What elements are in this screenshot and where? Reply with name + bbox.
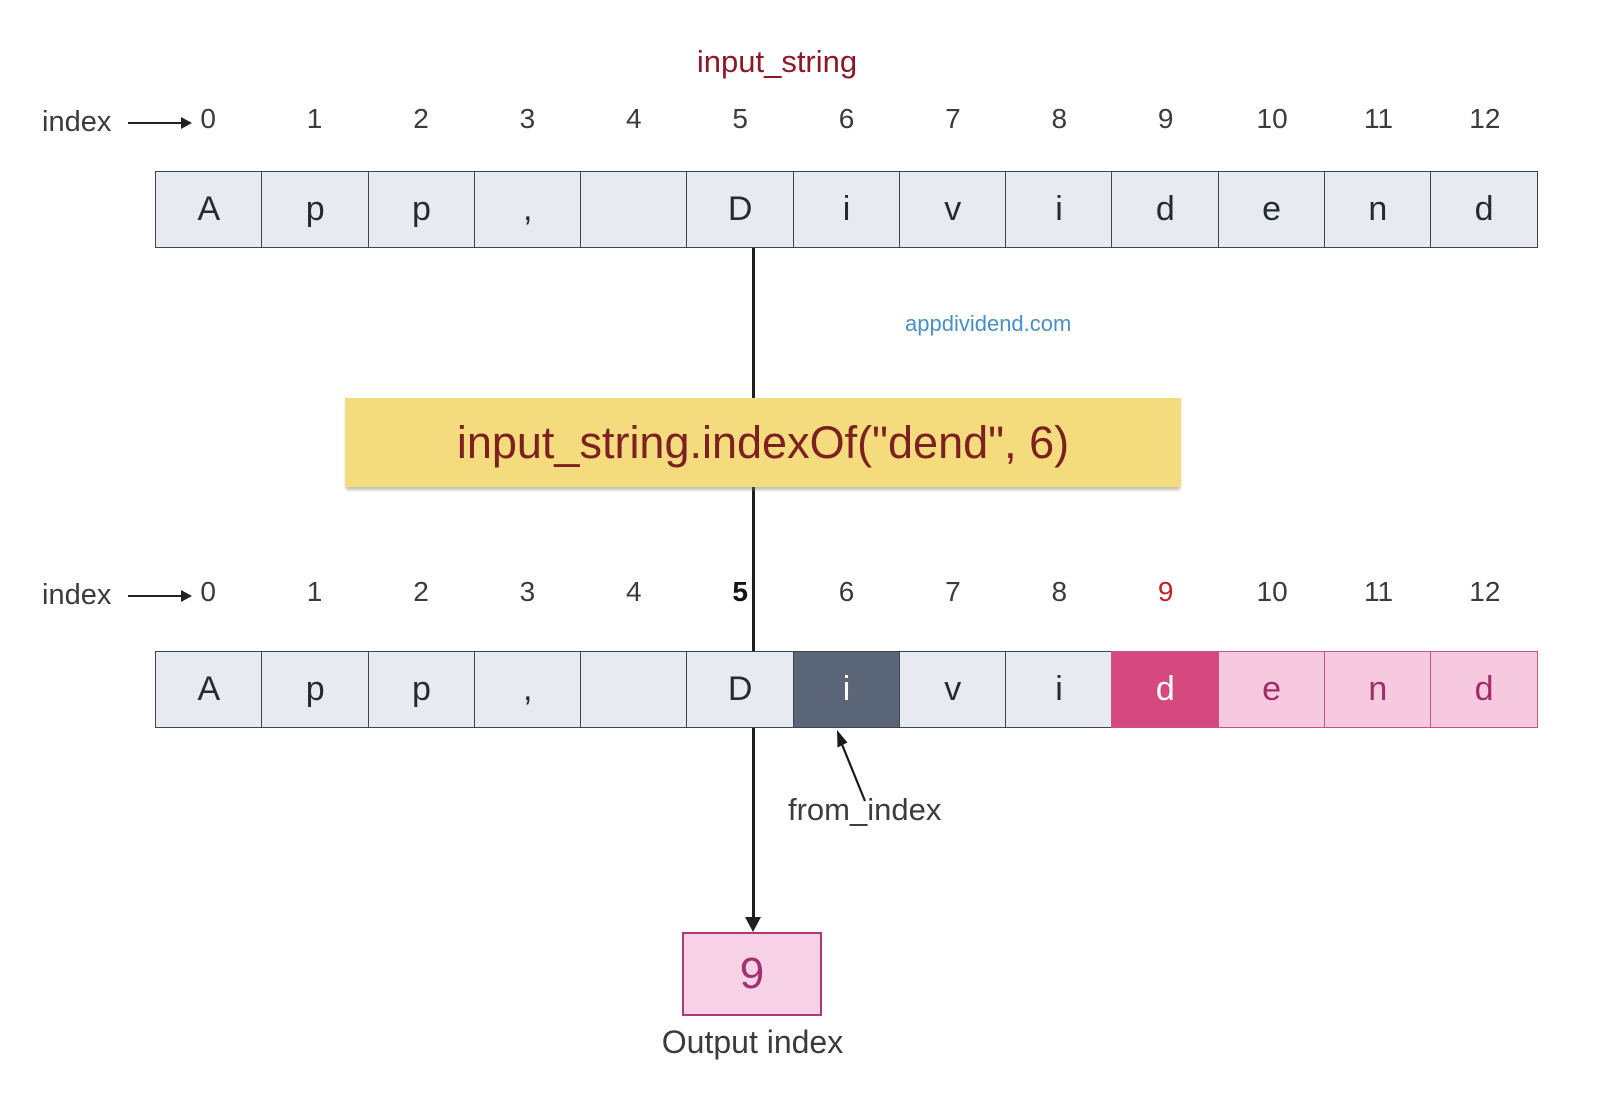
array-cell: A xyxy=(155,171,263,248)
top-index-caption: index xyxy=(42,106,193,139)
down-arrowhead-icon xyxy=(745,917,761,932)
array-cell: e xyxy=(1217,171,1326,248)
array-cell xyxy=(580,651,688,728)
index-number-match: 9 xyxy=(1157,576,1174,607)
index-number: 7 xyxy=(945,576,961,607)
array-cell: v xyxy=(898,651,1007,728)
index-number-emphasized: 5 xyxy=(732,576,748,607)
index-number: 8 xyxy=(1051,103,1068,134)
index-number: 12 xyxy=(1469,103,1501,134)
top-index-row: 0 1 2 3 4 5 6 7 8 9 10 11 12 xyxy=(155,103,1538,135)
bottom-index-row: 0 1 2 3 4 5 6 7 8 9 10 11 12 xyxy=(155,576,1538,608)
output-value: 9 xyxy=(739,949,765,998)
code-expression-box: input_string.indexOf("dend", 6) xyxy=(345,398,1181,487)
code-expression: input_string.indexOf("dend", 6) xyxy=(456,416,1070,468)
index-number: 1 xyxy=(306,103,323,134)
bottom-index-caption: index xyxy=(42,579,193,612)
array-cell: , xyxy=(473,651,582,728)
bottom-char-array: A p p , D i v i d e n d xyxy=(155,651,1538,728)
array-cell: n xyxy=(1323,171,1432,248)
index-number: 5 xyxy=(732,103,748,134)
right-arrow-icon xyxy=(128,589,193,602)
index-caption-label: index xyxy=(42,579,112,611)
index-number: 3 xyxy=(519,103,536,134)
array-cell-match: d xyxy=(1430,651,1538,728)
array-cell: p xyxy=(367,171,476,248)
index-caption-label: index xyxy=(42,106,112,138)
index-number: 0 xyxy=(200,103,216,134)
index-number: 3 xyxy=(519,576,536,607)
output-index-label: Output index xyxy=(661,1024,844,1060)
right-arrow-icon xyxy=(128,116,193,129)
array-cell: i xyxy=(1005,651,1113,728)
index-number: 2 xyxy=(413,103,429,134)
index-number: 6 xyxy=(838,576,855,607)
index-number: 7 xyxy=(945,103,961,134)
index-number: 11 xyxy=(1363,103,1394,134)
index-number: 4 xyxy=(625,576,642,607)
array-cell: i xyxy=(792,171,901,248)
array-cell: , xyxy=(473,171,582,248)
index-number: 0 xyxy=(200,576,216,607)
vertical-connector-line xyxy=(752,247,755,919)
array-cell: i xyxy=(1005,171,1113,248)
array-cell-from-index: i xyxy=(792,651,901,728)
index-number: 11 xyxy=(1363,576,1394,607)
index-number: 4 xyxy=(625,103,642,134)
array-cell: d xyxy=(1111,171,1220,248)
top-char-array: A p p , D i v i d e n d xyxy=(155,171,1538,248)
watermark: appdividend.com xyxy=(905,311,1072,336)
index-number: 10 xyxy=(1256,103,1288,134)
array-cell: d xyxy=(1430,171,1538,248)
array-cell: p xyxy=(261,651,370,728)
index-number: 12 xyxy=(1469,576,1501,607)
array-cell xyxy=(580,171,688,248)
array-cell-match: e xyxy=(1217,651,1326,728)
array-cell: A xyxy=(155,651,263,728)
index-number: 8 xyxy=(1051,576,1068,607)
array-cell-match-start: d xyxy=(1111,651,1220,728)
input-string-title: input_string xyxy=(696,44,858,79)
output-value-box: 9 xyxy=(682,932,822,1016)
array-cell: p xyxy=(261,171,370,248)
array-cell: p xyxy=(367,651,476,728)
array-cell-match: n xyxy=(1323,651,1432,728)
from-index-arrow xyxy=(837,730,867,802)
index-number: 1 xyxy=(306,576,323,607)
index-number: 9 xyxy=(1157,103,1174,134)
index-number: 10 xyxy=(1256,576,1288,607)
index-number: 2 xyxy=(413,576,429,607)
index-number: 6 xyxy=(838,103,855,134)
array-cell: v xyxy=(898,171,1007,248)
array-cell: D xyxy=(686,651,795,728)
array-cell: D xyxy=(686,171,795,248)
